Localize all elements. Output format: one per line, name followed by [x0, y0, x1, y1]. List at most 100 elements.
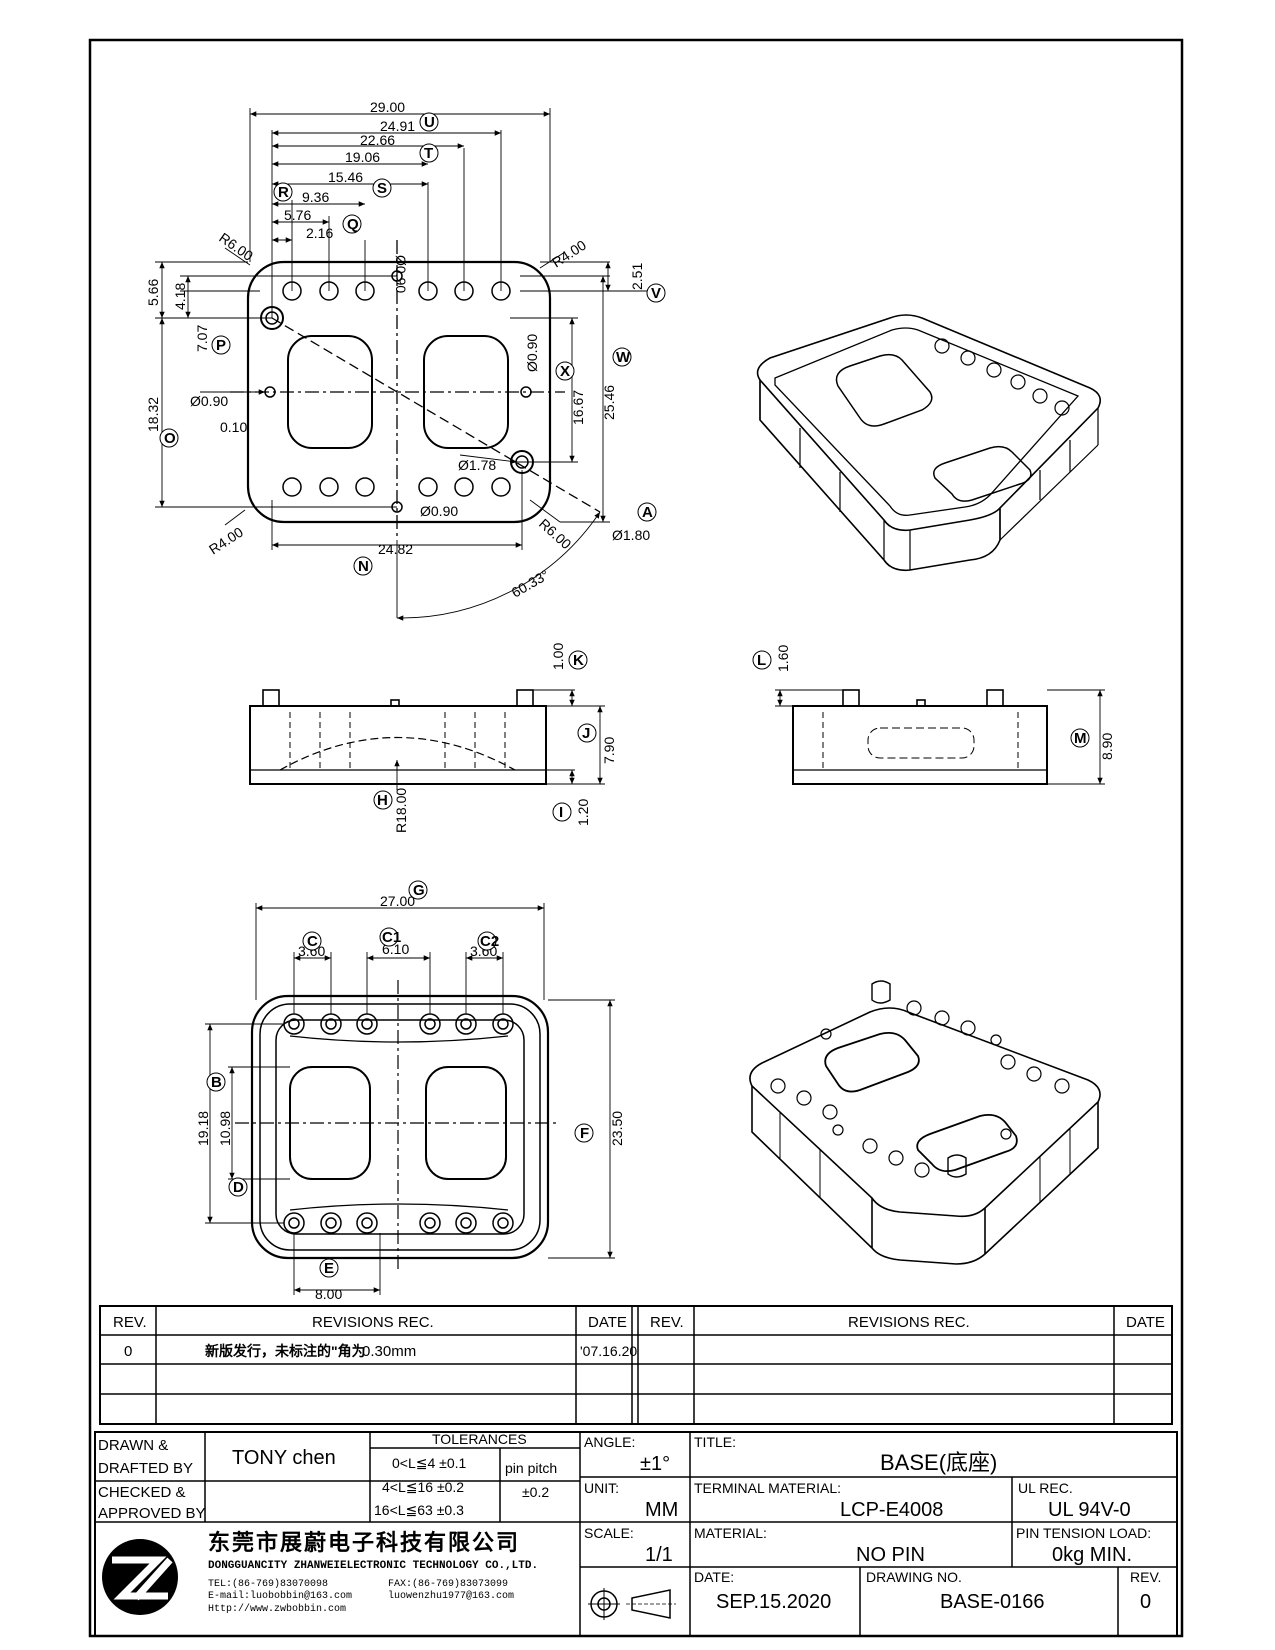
terminal-material-label: TERMINAL MATERIAL:: [694, 1480, 841, 1496]
dim-9-36: 9.36: [302, 189, 329, 205]
iso-view-bottom: [749, 980, 1101, 1265]
company-email-2: luowenzhu1977@163.com: [388, 1590, 514, 1602]
tolerances-label: TOLERANCES: [432, 1431, 527, 1447]
dim-1-60: 1.60: [775, 645, 791, 672]
dim-8-90: 8.90: [1099, 733, 1115, 760]
dim-15-46: 15.46: [328, 169, 363, 185]
unit-label: UNIT:: [584, 1480, 619, 1496]
angle-value: ±1°: [640, 1453, 670, 1475]
dim-2-16: 2.16: [306, 225, 333, 241]
svg-text:S: S: [377, 180, 387, 197]
callout-v: V: [646, 283, 666, 303]
dim-4-18: 4.18: [172, 283, 188, 310]
svg-text:I: I: [559, 804, 563, 821]
drawing-no-label: DRAWING NO.: [866, 1569, 962, 1585]
drawn-by-value: TONY chen: [232, 1447, 336, 1469]
rev-row-text-cn: 新版发行，未标注的"角为: [205, 1343, 366, 1359]
svg-text:F: F: [580, 1125, 589, 1142]
dim-0-10: 0.10: [220, 419, 247, 435]
callout-a: A: [637, 502, 657, 522]
rev-header-right: REV.: [650, 1314, 684, 1331]
date-header-left: DATE: [588, 1314, 627, 1331]
dim-24-91: 24.91: [380, 118, 415, 134]
terminal-material-value: LCP-E4008: [840, 1499, 943, 1521]
dim-phi-0-90-left: Ø0.90: [190, 393, 228, 409]
svg-text:O: O: [164, 430, 176, 447]
dim-25-46: 25.46: [601, 385, 617, 420]
unit-value: MM: [645, 1499, 678, 1521]
dim-1-20: 1.20: [575, 799, 591, 826]
svg-text:C1: C1: [382, 929, 401, 946]
dim-29-00: 29.00: [370, 99, 405, 115]
callout-f: F: [574, 1123, 594, 1143]
drawing-no-value: BASE-0166: [940, 1591, 1045, 1613]
side-view-front-dims: 1.00 7.90 R18.00 1.20 K J H I: [373, 643, 617, 833]
ul-rec-label: UL REC.: [1018, 1480, 1073, 1496]
title-value: BASE(底座): [880, 1450, 997, 1475]
dim-r18-00: R18.00: [393, 788, 409, 833]
date-value: SEP.15.2020: [716, 1591, 831, 1613]
callout-c: C: [302, 931, 322, 951]
svg-text:L: L: [757, 652, 766, 669]
dim-19-06: 19.06: [345, 149, 380, 165]
dim-19-18: 19.18: [195, 1111, 211, 1146]
callout-d: D: [228, 1177, 248, 1197]
dim-5-66: 5.66: [145, 279, 161, 306]
company-name-en: DONGGUANCITY ZHANWEIELECTRONIC TECHNOLOG…: [208, 1560, 538, 1572]
tolerance-row-3: 16<L≦63 ±0.3: [374, 1502, 464, 1518]
dim-60-33-deg: 60.33°: [509, 566, 552, 600]
svg-text:N: N: [358, 558, 369, 575]
drawn-label-2: DRAFTED BY: [98, 1460, 193, 1477]
callout-n: N: [353, 556, 373, 576]
revision-table: [99, 1305, 1173, 1425]
dim-24-82: 24.82: [378, 541, 413, 557]
pin-pitch-label: pin pitch: [505, 1460, 557, 1476]
company-website: Http://www.zwbobbin.com: [208, 1603, 346, 1615]
title-label: TITLE:: [694, 1434, 736, 1450]
svg-text:P: P: [216, 337, 226, 354]
company-logo: [102, 1539, 178, 1615]
callout-u: U: [419, 112, 439, 132]
dim-r6-bottom: R6.00: [536, 515, 575, 552]
svg-text:C: C: [307, 933, 318, 950]
dim-2-51: 2.51: [629, 263, 645, 290]
svg-text:R: R: [278, 184, 289, 201]
bottom-view-dims: 27.00 3.60 6.10 3.60 19.18 10.98 23.50 8…: [195, 880, 625, 1302]
svg-text:H: H: [377, 792, 388, 809]
callout-o: O: [159, 428, 179, 448]
dim-18-32: 18.32: [145, 397, 161, 432]
callout-e: E: [319, 1258, 339, 1278]
callout-i: I: [552, 802, 572, 822]
pin-tension-value: 0kg MIN.: [1052, 1544, 1132, 1566]
pin-pitch-tolerance: ±0.2: [522, 1484, 549, 1500]
svg-text:X: X: [560, 363, 570, 380]
title-block: [94, 1431, 1178, 1637]
revisions-rec-header-right: REVISIONS REC.: [848, 1314, 970, 1331]
callout-m: M: [1070, 728, 1090, 748]
dim-23-50: 23.50: [609, 1111, 625, 1146]
revisions-rec-header-left: REVISIONS REC.: [312, 1314, 434, 1331]
side-view-front: [249, 689, 605, 790]
date-label: DATE:: [694, 1569, 734, 1585]
rev-row-date: '07.16.20: [580, 1343, 637, 1359]
svg-text:K: K: [573, 652, 584, 669]
callout-c2: C2: [477, 931, 499, 951]
checked-label-2: APPROVED BY: [98, 1505, 206, 1522]
callout-j: J: [577, 723, 597, 743]
pin-tension-label: PIN TENSION LOAD:: [1016, 1525, 1151, 1541]
dim-7-07: 7.07: [194, 325, 210, 352]
dim-r4-bottom: R4.00: [206, 524, 246, 558]
callout-h: H: [373, 790, 393, 810]
side-view-right-dims: 1.60 8.90 L M: [752, 645, 1115, 760]
material-value: NO PIN: [856, 1544, 925, 1566]
svg-text:C2: C2: [480, 933, 499, 950]
svg-text:U: U: [424, 114, 435, 131]
dim-7-90: 7.90: [601, 737, 617, 764]
rev-row-number: 0: [124, 1343, 132, 1360]
dim-phi-1-78: Ø1.78: [458, 457, 496, 473]
side-view-right: [775, 689, 1105, 785]
company-name-cn: 东莞市展蔚电子科技有限公司: [208, 1530, 520, 1555]
iso-view-top: [756, 314, 1101, 572]
callout-p: P: [211, 335, 231, 355]
